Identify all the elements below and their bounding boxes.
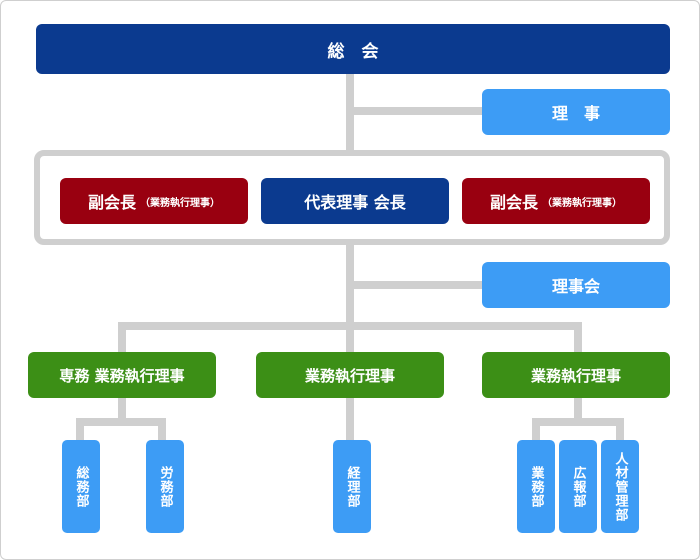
connector-exec-horizontal [118,322,582,330]
dept-hr-management-box: 人材管理部 [601,440,639,533]
connector-left-dept-drop-a [76,418,84,442]
connector-exec-left-drop [118,322,126,352]
dept-labor-box: 労務部 [146,440,184,533]
dept-general-affairs-label: 総務部 [73,465,89,508]
dept-business-label: 業務部 [528,465,544,508]
vice-president-left-label: 副会長 [87,193,136,212]
connector-top-vertical [346,73,354,153]
dept-accounting-box: 経理部 [333,440,371,533]
president-box: 代表理事 会長 [261,178,449,224]
executive-center-box: 業務執行理事 [256,352,444,398]
executive-right-box: 業務執行理事 [482,352,670,398]
dept-accounting-label: 経理部 [344,465,360,508]
connector-board-of-directors [354,281,482,289]
vice-president-left-sub: （業務執行理事） [140,197,220,209]
board-of-directors-box: 理事会 [482,262,670,308]
vice-president-right-sub: （業務執行理事） [542,197,622,209]
board-of-directors-label: 理事会 [551,277,600,296]
general-meeting-box: 総 会 [36,24,670,74]
connector-left-dept-drop-b [158,418,166,442]
executive-center-label: 業務執行理事 [304,366,395,385]
vice-president-left-box: 副会長 （業務執行理事） [60,178,248,224]
dept-labor-label: 労務部 [157,465,173,508]
general-meeting-label: 総 会 [327,41,379,62]
connector-right-dept-horizontal [532,418,624,426]
executive-right-label: 業務執行理事 [530,366,621,385]
connector-right-dept-drop-a [532,418,540,442]
connector-board-member [354,107,482,115]
connector-mid-vertical [346,244,354,450]
executive-left-label: 専務 業務執行理事 [59,366,185,385]
dept-public-relations-box: 広報部 [559,440,597,533]
vice-president-right-box: 副会長 （業務執行理事） [462,178,650,224]
president-label: 代表理事 会長 [304,193,406,212]
connector-left-dept-vertical [118,398,126,420]
executive-left-box: 専務 業務執行理事 [28,352,216,398]
connector-right-dept-vertical [574,398,582,420]
vice-president-right-label: 副会長 [489,193,538,212]
dept-general-affairs-box: 総務部 [62,440,100,533]
board-member-box: 理 事 [482,89,670,135]
connector-exec-right-drop [574,322,582,352]
dept-business-box: 業務部 [517,440,555,533]
connector-right-dept-drop-b [616,418,624,442]
dept-hr-management-label: 人材管理部 [612,451,628,522]
dept-public-relations-label: 広報部 [570,465,586,508]
connector-left-dept-horizontal [76,418,166,426]
board-member-label: 理 事 [551,104,600,123]
